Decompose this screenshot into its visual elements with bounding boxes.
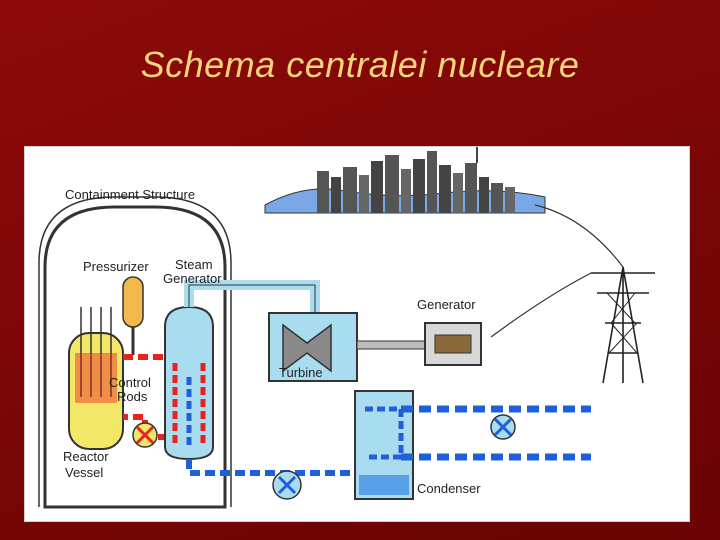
label-steam-1: Steam — [175, 257, 213, 272]
label-steam-2: Generator — [163, 271, 222, 286]
label-turbine: Turbine — [279, 365, 323, 380]
feedwater-line — [186, 459, 355, 476]
label-containment: Containment Structure — [65, 187, 195, 202]
generator-unit — [424, 322, 482, 366]
label-pressurizer: Pressurizer — [83, 259, 149, 274]
cooling-loop — [401, 405, 591, 461]
label-control-1: Control — [109, 375, 151, 390]
label-generator: Generator — [417, 297, 476, 312]
pressurizer-tank — [122, 276, 144, 328]
primary-loop — [123, 354, 176, 440]
containment-structure — [43, 205, 227, 509]
turbine-shaft — [356, 340, 426, 350]
label-control-2: Rods — [117, 389, 148, 404]
label-reactor-2: Vessel — [65, 465, 103, 480]
nuclear-plant-diagram: Containment Structure Pressurizer Steam … — [24, 146, 690, 522]
slide-title: Schema centralei nucleare — [140, 44, 580, 85]
turbine-rotor — [282, 323, 332, 373]
reactor-vessel — [68, 332, 124, 450]
control-rods — [75, 307, 117, 403]
steam-line — [184, 280, 320, 313]
label-reactor-1: Reactor — [63, 449, 109, 464]
label-condenser: Condenser — [417, 481, 481, 496]
diagram-canvas: Containment Structure Pressurizer Steam … — [38, 147, 655, 509]
city-skyline — [264, 147, 546, 214]
transmission-tower — [490, 204, 655, 384]
